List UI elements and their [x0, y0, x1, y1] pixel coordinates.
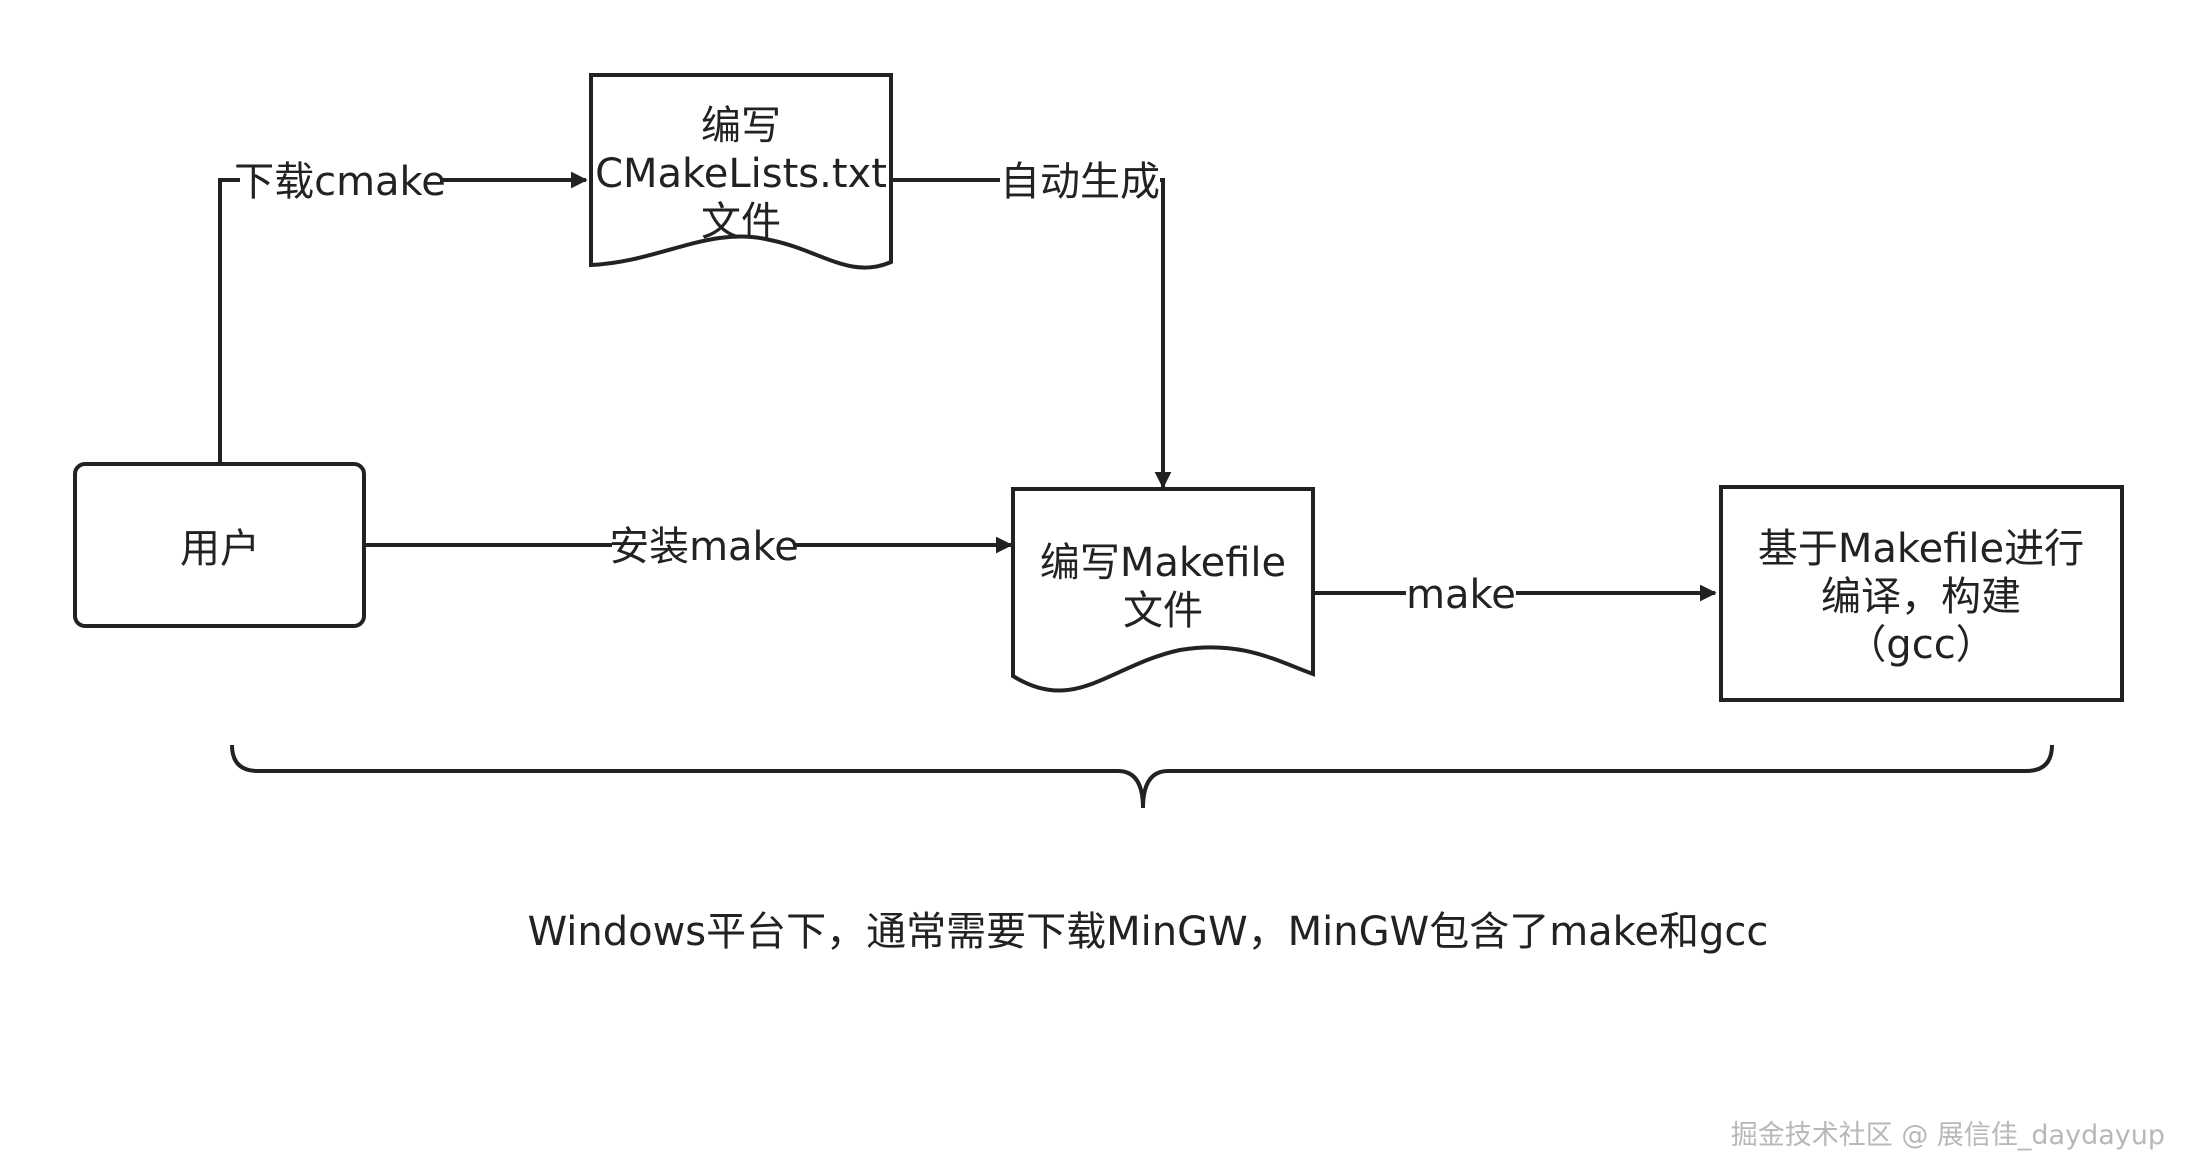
- edge-label-download-cmake: 下载cmake: [234, 159, 446, 205]
- node-label-line: 编写: [701, 103, 781, 149]
- node-label-line: 编写Makefile: [1040, 540, 1286, 586]
- node-label-line: 编译，构建: [1821, 574, 2021, 620]
- edge-auto-generate: [891, 178, 1172, 489]
- watermark-text: 掘金技术社区 @ 展信佳_daydayup: [1731, 1120, 2165, 1151]
- edge-label-bg: [240, 152, 440, 206]
- node-compile: [1719, 485, 2124, 702]
- group-brace: [230, 744, 2054, 809]
- edge-label-bg: [1406, 566, 1516, 620]
- edge-label-make: make: [1406, 572, 1516, 618]
- node-label-line: 基于Makefile进行: [1758, 526, 2084, 572]
- edge-download-cmake: [218, 171, 588, 462]
- node-label-line: （gcc）: [1846, 622, 1995, 668]
- edge-label-bg: [1000, 152, 1160, 206]
- node-user: [73, 462, 366, 628]
- node-user-label: 用户: [180, 526, 260, 572]
- node-label-line: 文件: [701, 199, 781, 245]
- node-cmakelists-document: [589, 73, 893, 270]
- node-makefile-document: [1011, 487, 1315, 693]
- node-compile-label: 基于Makefile进行编译，构建（gcc）: [1758, 526, 2084, 668]
- node-label-line: CMakeLists.txt: [595, 151, 887, 197]
- edge-label-bg: [612, 518, 796, 572]
- edge-label-install-make: 安装make: [609, 524, 799, 570]
- platform-note: Windows平台下，通常需要下载MinGW，MinGW包含了make和gcc: [528, 909, 1769, 955]
- node-label-line: 用户: [180, 526, 260, 572]
- node-label-line: 文件: [1123, 588, 1203, 634]
- edge-label-auto-generate: 自动生成: [1000, 159, 1160, 205]
